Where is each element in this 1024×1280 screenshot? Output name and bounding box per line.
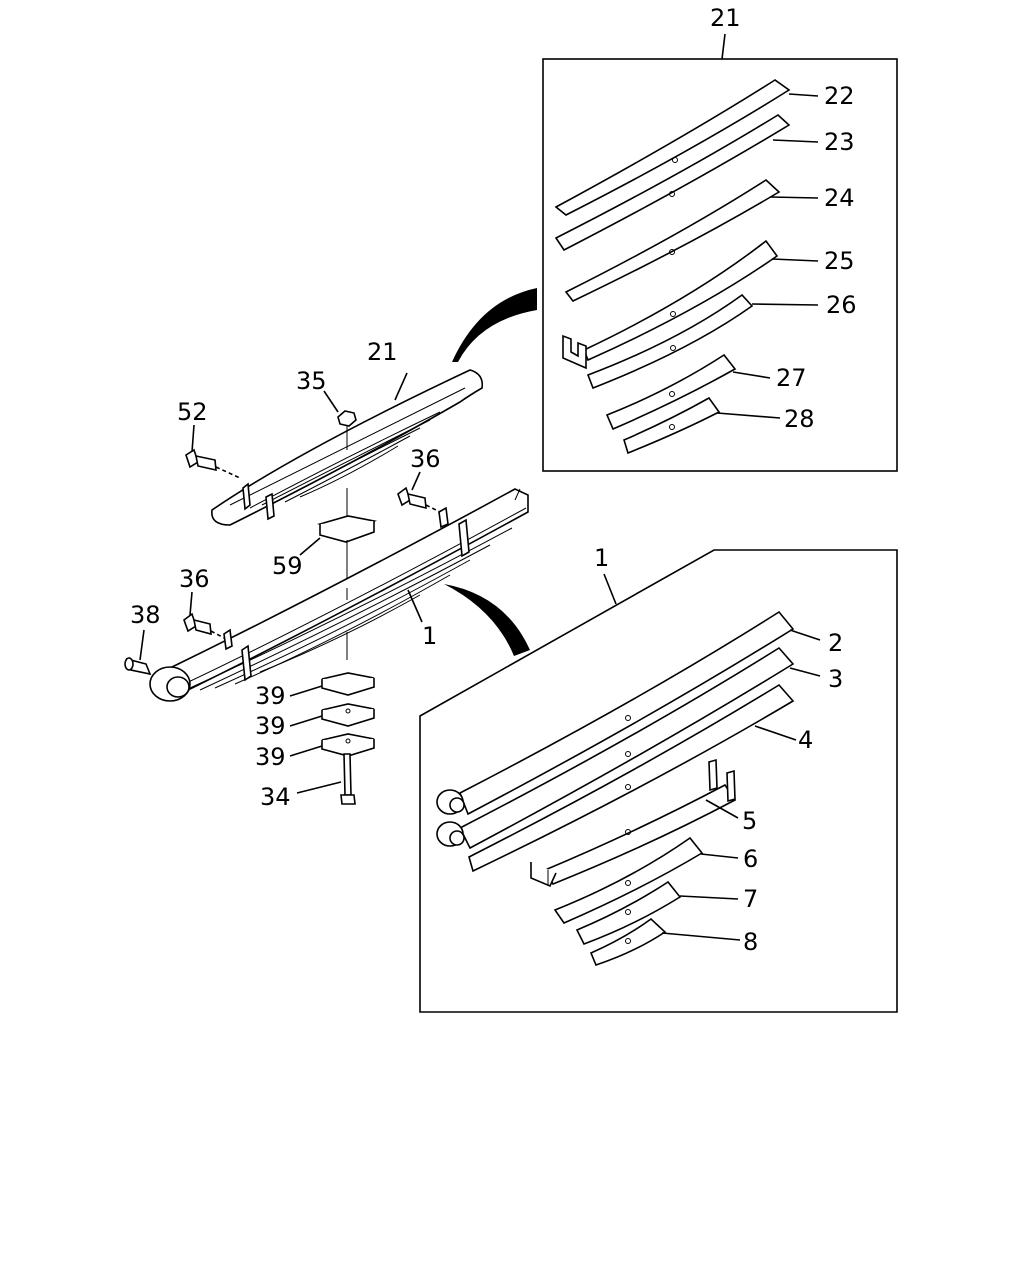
label-34: 34 [260,783,291,811]
leaf-5 [530,758,739,888]
leaf-26 [562,293,819,390]
leaf-27 [605,353,771,431]
label-22: 22 [824,82,855,110]
label-35: 35 [296,367,327,395]
pad-59 [299,488,378,590]
label-39-b: 39 [255,712,286,740]
label-21-assembly: 21 [367,338,398,366]
label-38: 38 [130,601,161,629]
leaf-4 [468,683,797,873]
part-labels: 21 22 23 24 25 26 27 28 21 35 52 36 36 3… [130,4,857,956]
label-39-a: 39 [255,682,286,710]
label-26: 26 [826,291,857,319]
leaf-2 [436,610,821,816]
label-25: 25 [824,247,855,275]
label-7: 7 [743,885,758,913]
pointer-arrow-21 [452,288,537,362]
leaf-23 [554,114,819,252]
bolt-36-lower [183,591,225,639]
label-1-detail: 1 [594,544,609,572]
leaf-8 [589,917,741,966]
label-27: 27 [776,364,807,392]
label-28: 28 [784,405,815,433]
leaf-28 [623,396,781,455]
label-36-lower: 36 [179,565,210,593]
leaf-22 [554,79,819,216]
detail-box-1 [419,549,898,1013]
centre-bolt-34 [296,753,356,805]
spring-assembly-1 [149,488,529,702]
label-2: 2 [828,629,843,657]
label-24: 24 [824,184,855,212]
leaf-7 [575,880,739,946]
label-59: 59 [272,552,303,580]
leaf-24 [564,178,819,302]
label-1-assembly: 1 [422,622,437,650]
leaf-25 [582,239,819,362]
detail-box-21 [542,33,898,472]
shim-39-a [289,672,375,697]
pointer-arrow-1 [444,584,530,656]
label-5: 5 [742,807,757,835]
bushing-pin-38 [124,629,152,676]
label-3: 3 [828,665,843,693]
label-23: 23 [824,128,855,156]
label-36-upper: 36 [410,445,441,473]
nut-35 [323,390,357,450]
label-8: 8 [743,928,758,956]
bolt-36-upper [397,471,441,513]
label-4: 4 [798,726,813,754]
label-21-detail: 21 [710,4,741,32]
shim-39-c [289,733,375,757]
leaf-3 [436,646,821,850]
label-52: 52 [177,398,208,426]
leaf-6 [553,836,739,924]
label-6: 6 [743,845,758,873]
shim-39-b [289,703,375,727]
label-39-c: 39 [255,743,286,771]
bolt-52 [185,424,241,479]
